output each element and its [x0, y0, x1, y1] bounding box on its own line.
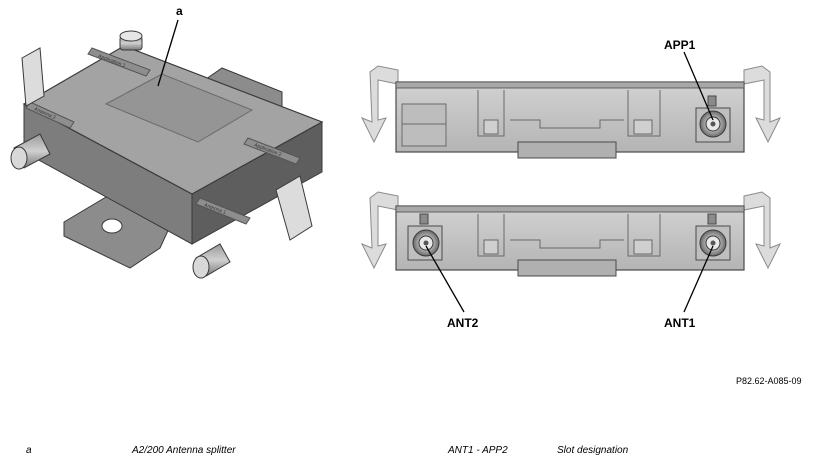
callout-app1-label: APP1	[664, 38, 696, 52]
clip-arrow-top-left	[360, 65, 399, 144]
splitter-isometric-view: Application 1 Application 2 Antenna 2 An…	[10, 19, 324, 279]
callout-ant1-leader	[683, 245, 714, 313]
callout-a-label: a	[176, 4, 183, 18]
bracket-hole-lower	[101, 218, 123, 234]
legend-desc-1: A2/200 Antenna splitter	[132, 445, 236, 456]
clip-arrow-bottom-right	[743, 191, 782, 270]
clip-left	[21, 47, 45, 107]
label-recess	[104, 73, 254, 143]
clip-arrow-top-right	[743, 65, 782, 144]
connector-top	[119, 30, 143, 51]
clip-right	[275, 175, 313, 241]
legend-desc-2: Slot designation	[557, 445, 629, 456]
splitter-end-view-top	[360, 51, 782, 159]
callout-app1-leader	[683, 51, 714, 121]
legend-key-1: a	[26, 445, 32, 456]
callout-ant2-label: ANT2	[447, 316, 479, 330]
callout-ant1-label: ANT1	[664, 316, 696, 330]
splitter-end-view-bottom	[360, 191, 782, 313]
clip-arrow-bottom-left	[360, 191, 399, 270]
legend-key-2: ANT1 - APP2	[448, 445, 508, 456]
connector-left	[10, 133, 51, 170]
callout-a-leader	[157, 19, 179, 87]
connector-bottom	[192, 243, 231, 279]
figure-reference: P82.62-A085-09	[736, 376, 802, 386]
callout-ant2-leader	[425, 245, 465, 313]
